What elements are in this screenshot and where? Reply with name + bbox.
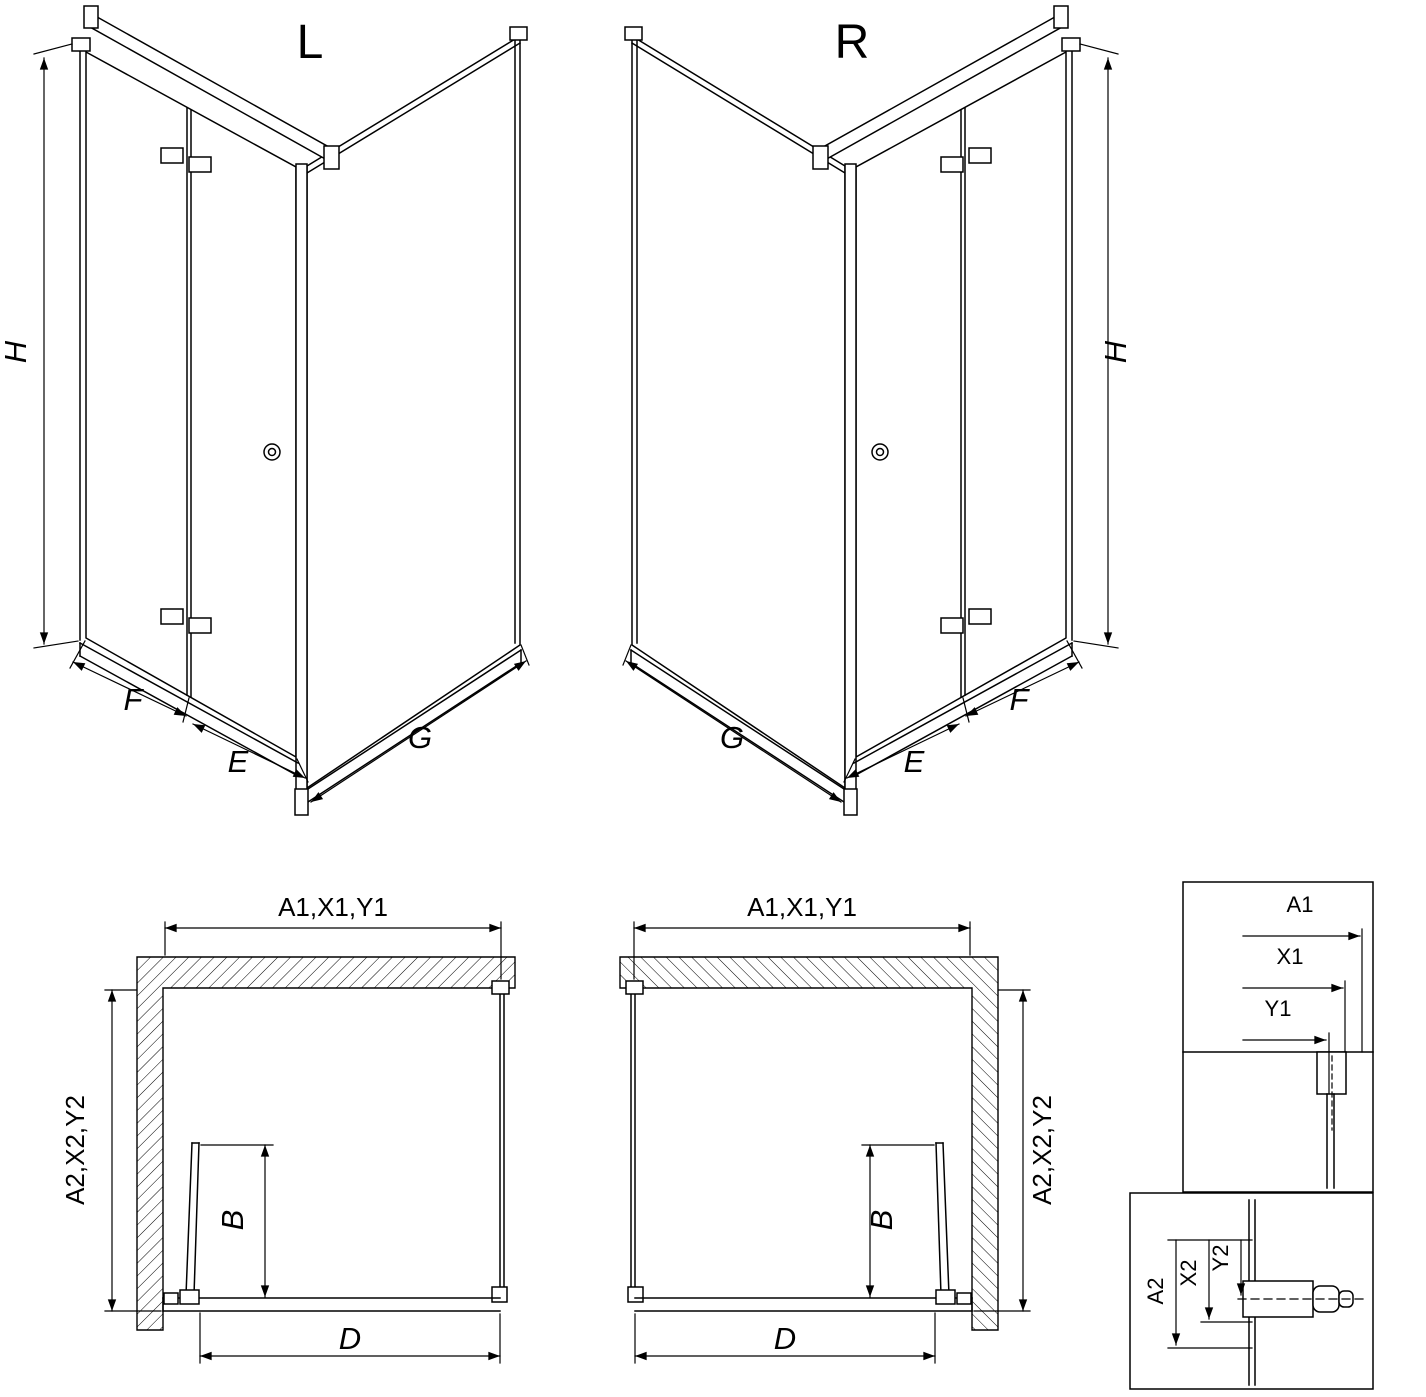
dim-label-width-right-plan: A1,X1,Y1 (747, 892, 857, 922)
dim-label-d-right-plan: D (774, 1321, 796, 1356)
detail-width-frame (1182, 881, 1374, 1193)
detail-view-width: A1 X1 Y1 (1182, 881, 1374, 1193)
dim-label-g-left: G (408, 720, 432, 755)
dim-label-f-right: F (1010, 682, 1031, 717)
perspective-view-left: L H F E G (0, 6, 529, 815)
detail-view-depth: A2 X2 Y2 (1129, 1192, 1374, 1390)
dim-label-e-right: E (904, 744, 925, 779)
dim-label-y1-detail: Y1 (1265, 996, 1292, 1021)
plan-right-art (620, 922, 1030, 1363)
dim-label-f-left: F (124, 682, 145, 717)
view-label-left: L (297, 16, 324, 69)
dim-label-x1-detail: X1 (1277, 944, 1304, 969)
perspective-view-right: R H F E G (623, 6, 1133, 815)
dim-label-a1-detail: A1 (1287, 892, 1314, 917)
dim-label-b-right-plan: B (864, 1210, 899, 1231)
dim-label-b-left-plan: B (215, 1210, 250, 1231)
dim-label-x2-detail: X2 (1176, 1260, 1201, 1287)
dim-label-width-left-plan: A1,X1,Y1 (278, 892, 388, 922)
dim-label-d-left-plan: D (339, 1321, 361, 1356)
dim-label-depth-left-plan: A2,X2,Y2 (60, 1095, 90, 1205)
dim-label-height-left: H (0, 340, 33, 363)
view-label-right: R (835, 16, 870, 69)
plan-left-art (105, 922, 515, 1363)
dim-label-height-right: H (1098, 340, 1133, 363)
plan-view-left: A1,X1,Y1 A2,X2,Y2 B D (60, 892, 515, 1363)
dim-label-y2-detail: Y2 (1208, 1245, 1233, 1272)
dim-label-depth-right-plan: A2,X2,Y2 (1027, 1095, 1057, 1205)
dim-label-a2-detail: A2 (1143, 1278, 1168, 1305)
enclosure-right-art (623, 6, 1118, 815)
detail-depth-frame (1129, 1192, 1374, 1390)
plan-view-right: A1,X1,Y1 A2,X2,Y2 B D (620, 892, 1057, 1363)
dim-label-g-right: G (720, 720, 744, 755)
dim-label-e-left: E (228, 744, 249, 779)
enclosure-left-art (34, 6, 529, 815)
